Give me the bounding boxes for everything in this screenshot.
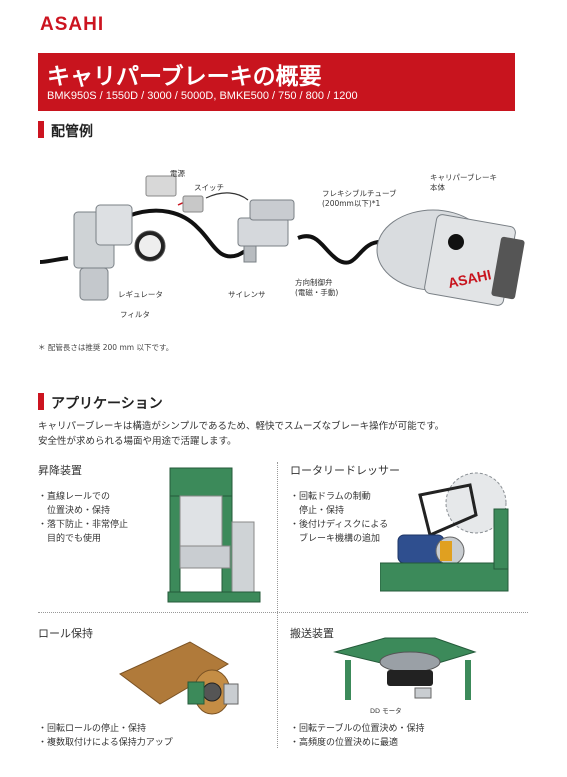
label-valve-note: (電磁・手動) xyxy=(295,288,339,297)
drum-stand xyxy=(493,508,509,570)
lift-illustration xyxy=(167,467,261,603)
brand-logo: ASAHI xyxy=(40,14,105,35)
drive-belt xyxy=(418,483,478,538)
section-marker xyxy=(38,121,44,138)
app-bullets-conveyor: ・回転テーブルの位置決め・保持 ・高頻度の位置決めに最適 xyxy=(290,722,424,750)
label-tube: フレキシブルチューブ xyxy=(322,189,397,198)
app-title-roll: ロール保持 xyxy=(38,627,93,640)
frame-top xyxy=(169,467,233,497)
base-frame xyxy=(380,562,509,592)
roll-stand xyxy=(187,681,205,705)
base xyxy=(167,591,261,603)
section-marker xyxy=(38,393,44,410)
bullet: 位置決め・保持 xyxy=(38,506,111,516)
intro-line-1: キャリパーブレーキは構造がシンプルであるため、軽快でスムーズなブレーキ操作が可能… xyxy=(38,421,445,432)
back-panel xyxy=(179,495,223,547)
bullet: ・後付けディスクによる xyxy=(290,520,389,530)
label-caliper-body: 本体 xyxy=(430,183,445,192)
bullet: ・回転ドラムの制動 xyxy=(290,492,371,502)
caliper-brake xyxy=(223,683,239,705)
label-silencer: サイレンサ xyxy=(228,290,266,299)
lift-carriage xyxy=(179,545,231,569)
bullet: 目的でも使用 xyxy=(38,534,102,544)
roll-illustration xyxy=(119,641,239,715)
bullet: ・落下防止・非常停止 xyxy=(38,520,129,530)
bullet: ・直線レールでの xyxy=(38,492,111,502)
applications-intro: キャリパーブレーキは構造がシンプルであるため、軽快でスムーズなブレーキ操作が可能… xyxy=(38,419,538,449)
wire-black xyxy=(205,192,249,201)
switch-box xyxy=(182,195,204,213)
bullet: ブレーキ機構の追加 xyxy=(290,534,381,544)
gauge-face xyxy=(139,235,161,257)
conveyor-illustration xyxy=(333,637,477,700)
dresser-illustration xyxy=(380,472,509,592)
bullet: ・複数取付けによる保持力アップ xyxy=(38,738,173,748)
bullet: ・回転テーブルの位置決め・保持 xyxy=(290,724,425,734)
app-title-conveyor: 搬送装置 xyxy=(290,627,334,640)
label-power: 電源 xyxy=(170,169,185,178)
inlet-tube xyxy=(39,256,69,264)
piping-diagram: ASAHI xyxy=(39,175,525,306)
app-title-dresser: ロータリードレッサー xyxy=(290,464,400,477)
roll-material xyxy=(119,641,229,705)
solenoid xyxy=(249,199,295,221)
silencer xyxy=(243,245,257,263)
filter-bowl xyxy=(79,267,109,301)
leg xyxy=(345,660,351,700)
grid-divider-vertical xyxy=(277,462,278,748)
frame-left xyxy=(169,495,181,597)
bullet: 停止・保持 xyxy=(290,506,345,516)
page-title: キャリパーブレーキの概要 xyxy=(47,64,322,90)
rail-guard xyxy=(231,521,255,593)
regulator-top xyxy=(95,204,133,246)
brake-port xyxy=(448,234,464,250)
leg xyxy=(465,660,471,700)
intro-line-2: 安全性が求められる場面や用途で活躍します。 xyxy=(38,436,237,447)
power-box xyxy=(145,175,177,197)
label-dd-motor: DD モータ xyxy=(370,707,402,715)
caliper-brake xyxy=(414,687,432,699)
label-filter: フィルタ xyxy=(120,310,150,319)
brake-pad xyxy=(491,236,525,300)
roll-shaft xyxy=(202,682,222,702)
label-switch: スイッチ xyxy=(194,183,224,192)
title-banner xyxy=(38,53,515,111)
valve-body xyxy=(237,217,289,247)
app-bullets-lift: ・直線レールでの 位置決め・保持 ・落下防止・非常停止 目的でも使用 xyxy=(38,490,128,546)
label-regulator: レギュレータ xyxy=(118,290,163,299)
app-bullets-dresser: ・回転ドラムの制動 停止・保持 ・後付けディスクによる ブレーキ機構の追加 xyxy=(290,490,388,546)
piping-footnote: ＊ 配管長さは推奨 200 mm 以下です。 xyxy=(38,343,174,352)
label-caliper: キャリパーブレーキ xyxy=(430,173,498,182)
label-valve: 方向制御弁 xyxy=(295,278,333,287)
piping-heading: 配管例 xyxy=(51,124,93,140)
app-bullets-roll: ・回転ロールの停止・保持 ・複数取付けによる保持力アップ xyxy=(38,722,173,750)
dd-motor xyxy=(387,670,433,686)
applications-heading: アプリケーション xyxy=(51,396,163,412)
caliper-brake xyxy=(440,541,452,561)
label-tube-note: (200mm以下)*1 xyxy=(322,199,381,208)
model-list: BMK950S / 1550D / 3000 / 5000D, BMKE500 … xyxy=(47,90,358,102)
grid-divider-horizontal xyxy=(38,612,528,613)
bullet: ・回転ロールの停止・保持 xyxy=(38,724,147,734)
app-title-lift: 昇降装置 xyxy=(38,464,82,477)
rotary-table xyxy=(379,651,441,673)
bullet: ・高頻度の位置決めに最適 xyxy=(290,738,399,748)
